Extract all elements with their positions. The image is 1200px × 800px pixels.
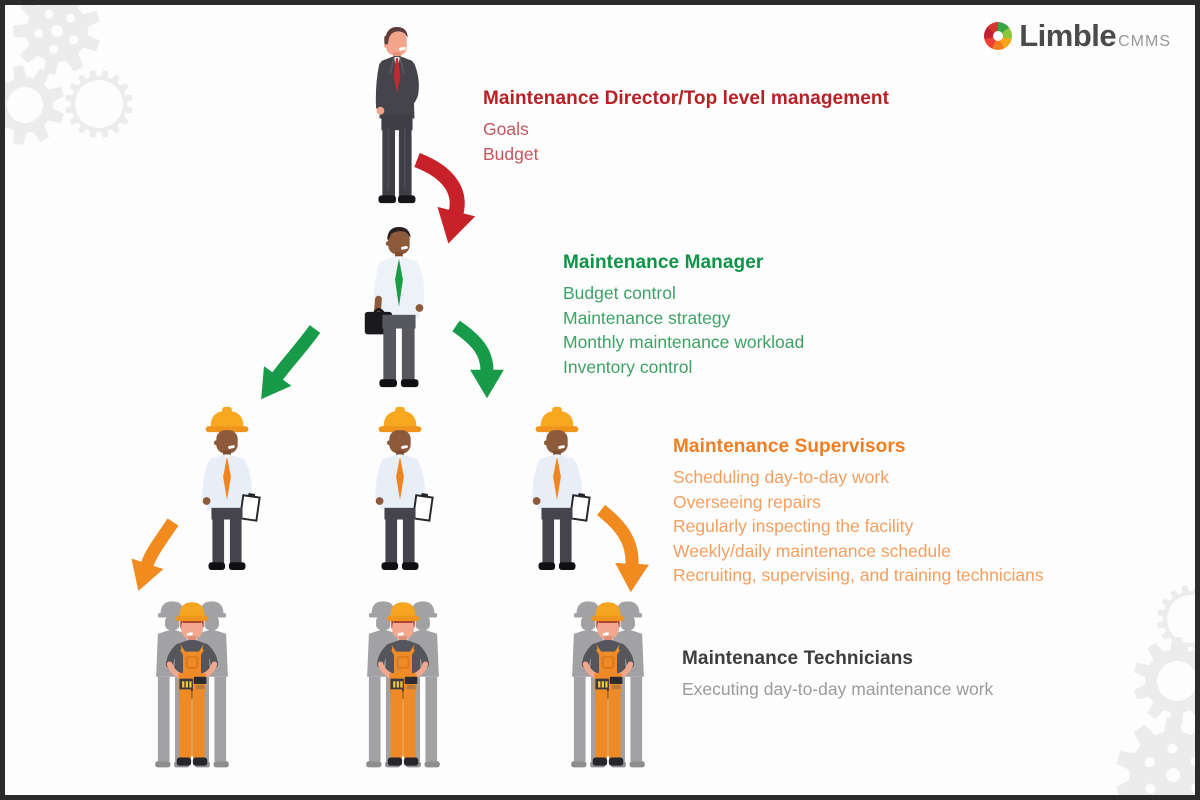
supervisor-duty: Weekly/daily maintenance schedule — [673, 540, 951, 561]
director-title: Maintenance Director/Top level managemen… — [483, 88, 890, 109]
manager-figure — [353, 225, 441, 391]
director-duty: Goals — [483, 119, 529, 139]
supervisor-figure-2 — [356, 401, 444, 571]
technician-group-2 — [358, 596, 448, 771]
manager-label-block: Maintenance Manager Budget control Maint… — [563, 251, 804, 379]
supervisors-label-block: Maintenance Supervisors Scheduling day-t… — [673, 435, 1044, 588]
gear-decoration — [1157, 585, 1195, 653]
gear-decoration — [65, 70, 133, 138]
logo-brand-text: Limble — [1019, 18, 1117, 53]
supervisors-title: Maintenance Supervisors — [673, 436, 906, 457]
arrow-supervisor-to-technicians-left — [131, 518, 179, 591]
arrow-manager-to-supervisor-right — [452, 320, 504, 399]
gear-decoration — [1116, 717, 1195, 795]
supervisor-duty: Recruiting, supervising, and training te… — [673, 565, 1044, 585]
supervisor-figure-3 — [513, 401, 601, 571]
manager-duty: Maintenance strategy — [563, 307, 731, 328]
gear-decoration — [1133, 637, 1195, 725]
technician-group-1 — [147, 596, 237, 771]
logo-suffix-text: CMMS — [1118, 33, 1171, 50]
director-duty: Budget — [483, 143, 539, 164]
director-figure — [357, 25, 435, 210]
manager-title: Maintenance Manager — [563, 252, 764, 273]
supervisor-duty: Overseeing repairs — [673, 491, 821, 512]
director-label-block: Maintenance Director/Top level managemen… — [483, 87, 889, 166]
limble-cmms-logo: Limble CMMS — [984, 18, 1171, 54]
gear-decoration — [5, 65, 64, 145]
limble-gear-icon — [984, 22, 1013, 50]
technician-group-3 — [563, 596, 653, 771]
supervisor-duty: Scheduling day-to-day work — [673, 467, 889, 487]
technicians-title: Maintenance Technicians — [682, 648, 914, 669]
manager-duty: Monthly maintenance workload — [563, 332, 805, 352]
technician-duty: Executing day-to-day maintenance work — [682, 679, 994, 699]
supervisor-duty: Regularly inspecting the facility — [673, 516, 914, 536]
arrow-manager-to-supervisor-left — [261, 325, 321, 400]
supervisor-figure-1 — [183, 401, 271, 571]
technicians-label-block: Maintenance Technicians Executing day-to… — [682, 647, 993, 702]
manager-duty: Budget control — [563, 283, 676, 303]
manager-duty: Inventory control — [563, 356, 693, 377]
arrow-supervisor-to-technicians-right — [596, 504, 649, 593]
gear-decoration — [13, 5, 100, 75]
